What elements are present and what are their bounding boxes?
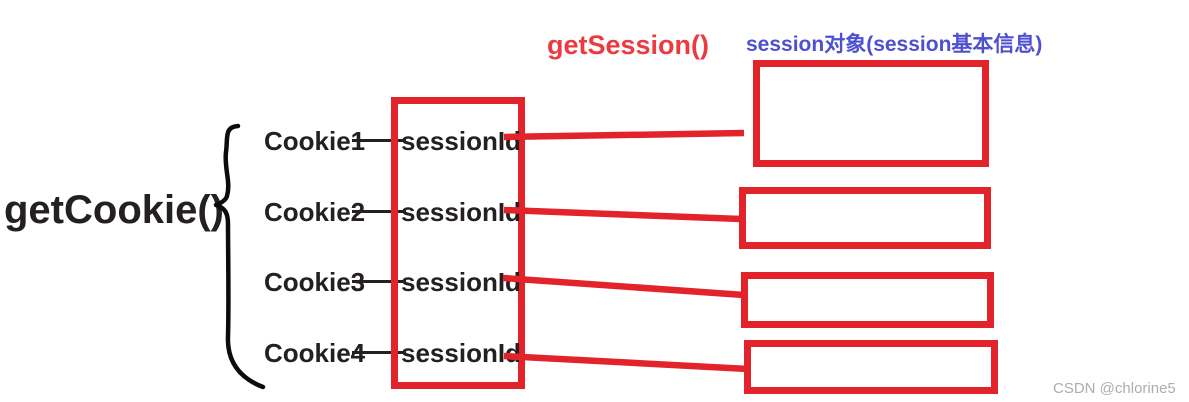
get-session-label: getSession() [547,30,710,60]
connector-line-2 [503,206,742,223]
cookie-label: Cookie3 [264,267,366,297]
cookie-label: Cookie1 [264,126,366,156]
session-box [739,187,991,249]
cookie-dash-line [352,280,406,283]
hand-drawn-brace [213,123,266,390]
session-box [753,60,989,167]
sessionid-label: sessionId [401,197,521,227]
sessionid-table-box [391,97,525,389]
session-object-header: session对象(session基本信息) [746,33,1043,56]
cookie-dash-line [352,210,406,213]
session-box [741,272,994,328]
sessionid-label: sessionId [401,126,521,156]
connector-line-3 [502,274,745,299]
get-cookie-label: getCookie() [4,188,224,232]
connector-line-1 [503,129,745,141]
cookie-dash-line [352,351,406,354]
sessionid-label: sessionId [401,338,521,368]
cookie-label: Cookie2 [264,197,366,227]
connector-line-4 [503,352,749,373]
sessionid-label: sessionId [401,267,521,297]
watermark: CSDN @chlorine5 [1053,380,1176,397]
cookie-label: Cookie4 [264,338,366,368]
session-box [744,340,998,394]
cookie-dash-line [352,139,406,142]
